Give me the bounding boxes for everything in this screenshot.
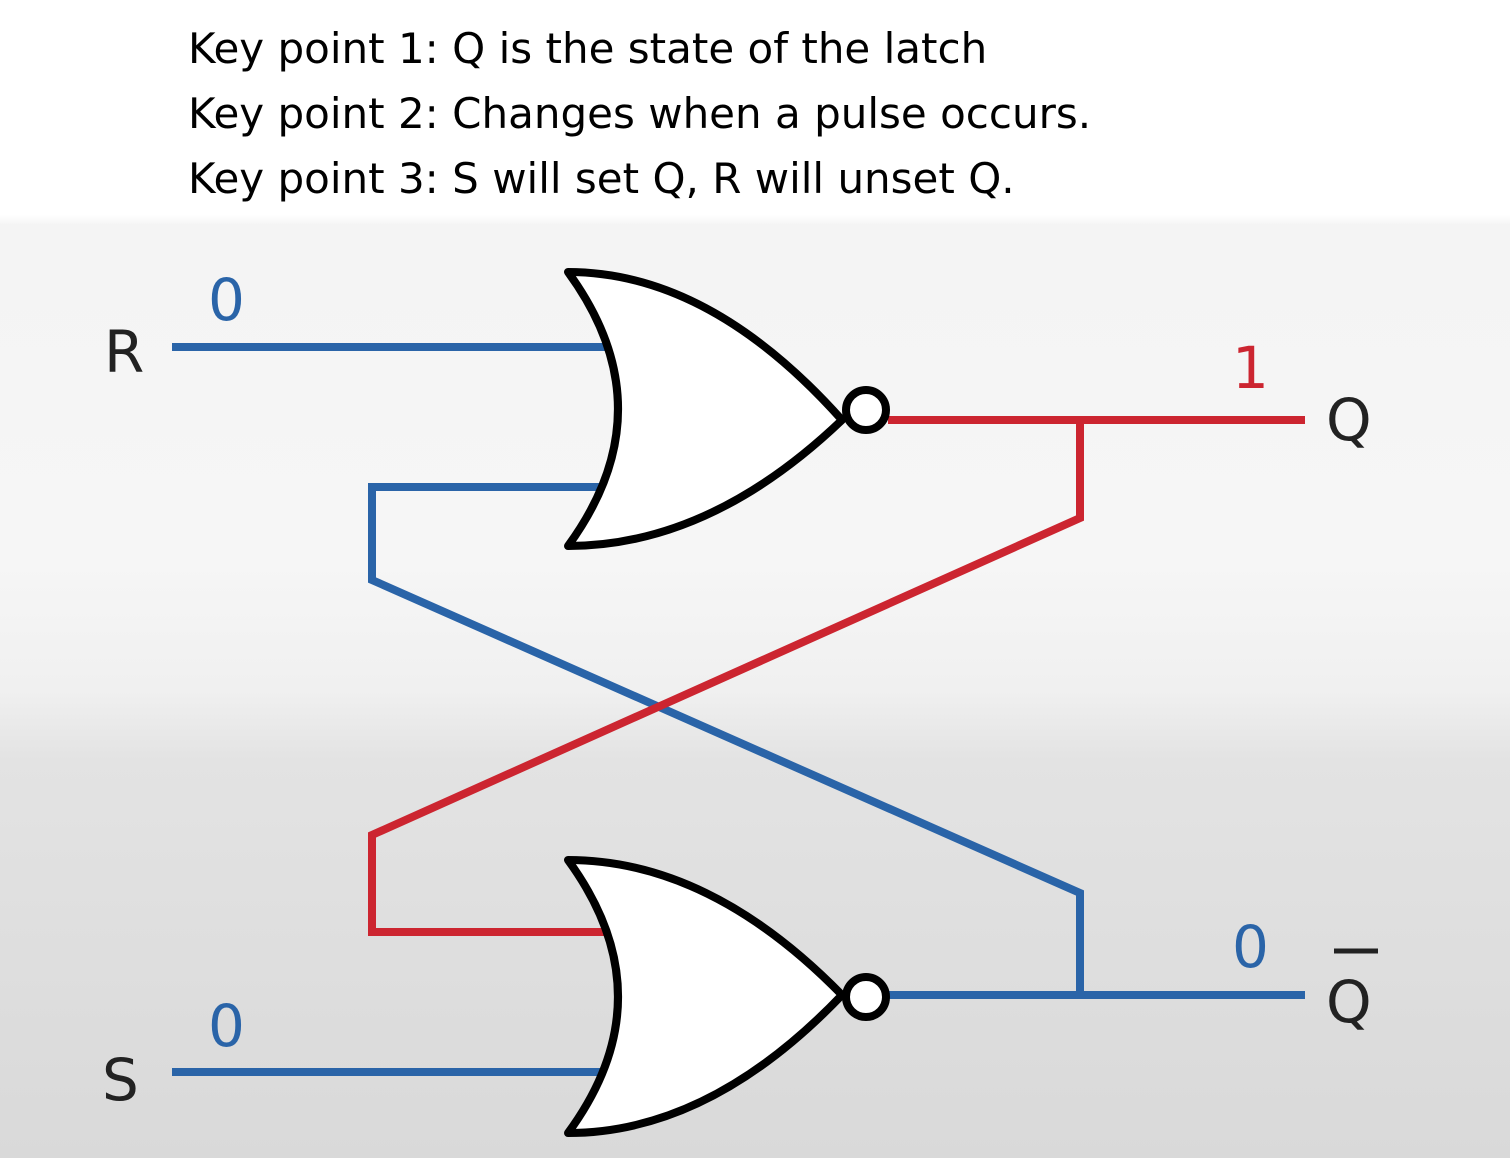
nor-gate-bottom (564, 856, 890, 1137)
nor-gate-top-inversion-bubble (842, 386, 890, 434)
q-bar-output-value: 0 (1232, 913, 1269, 981)
s-input-value: 0 (208, 992, 245, 1060)
key-point-3: Key point 3: S will set Q, R will unset … (188, 154, 1015, 203)
nor-gate-top-body (564, 268, 846, 550)
q-feedback-wire (368, 420, 1084, 936)
q-bar-output-label: Q (1326, 968, 1372, 1036)
key-points-list: Key point 1: Q is the state of the latch… (188, 16, 1091, 211)
nor-gate-bottom-inversion-bubble (842, 973, 890, 1021)
q-output-value: 1 (1232, 334, 1269, 402)
key-point-2: Key point 2: Changes when a pulse occurs… (188, 89, 1092, 138)
nor-gate-bottom-body (564, 856, 846, 1137)
nor-gate-top (564, 268, 890, 550)
key-point-1: Key point 1: Q is the state of the latch (188, 24, 988, 73)
blue-wires (172, 343, 1305, 1076)
r-input-label: R (104, 318, 144, 386)
q-output-label: Q (1326, 386, 1372, 454)
r-input-value: 0 (208, 266, 245, 334)
red-wires (368, 416, 1305, 936)
s-input-label: S (102, 1046, 139, 1114)
q-bar-feedback-wire (368, 483, 1084, 995)
